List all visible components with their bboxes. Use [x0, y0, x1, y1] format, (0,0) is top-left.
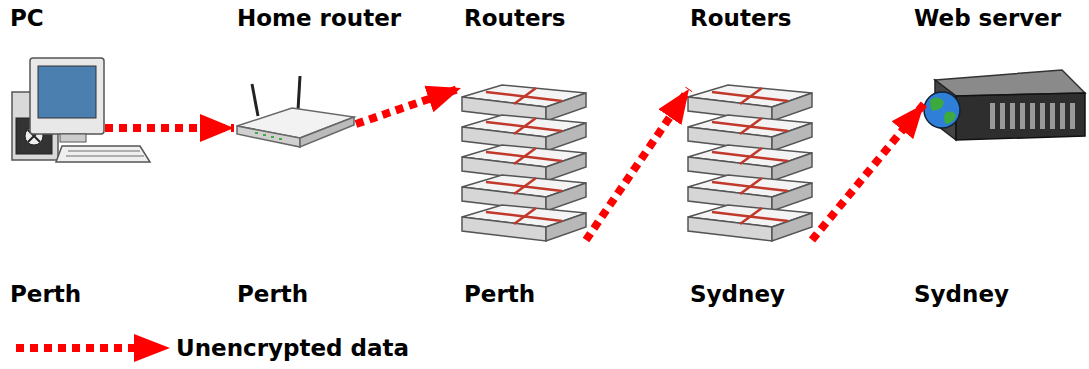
router-slab — [462, 85, 586, 121]
device-heading: PC — [10, 4, 85, 32]
device-heading: Web server — [914, 4, 1065, 32]
device-column: RoutersSydney — [690, 4, 796, 310]
router-slab — [462, 145, 586, 181]
home-router-icon — [237, 76, 354, 147]
city-label: Sydney — [690, 280, 785, 308]
router-slab — [688, 115, 812, 151]
data-flow-arrow — [586, 89, 689, 240]
city-label: Perth — [10, 280, 81, 308]
router-stacks — [462, 85, 812, 241]
device-column: Home routerPerth — [237, 4, 405, 310]
legend-sample — [16, 334, 170, 362]
router-slab — [688, 85, 812, 121]
device-heading: Routers — [464, 4, 570, 32]
data-flow-arrow — [356, 88, 461, 124]
router-slab — [688, 175, 812, 211]
device-column: RoutersPerth — [464, 4, 570, 310]
router-slab — [462, 115, 586, 151]
router-slab — [688, 205, 812, 241]
city-label: Perth — [237, 280, 308, 308]
city-label: Sydney — [914, 280, 1009, 308]
device-heading: Home router — [237, 4, 405, 32]
data-flow-arrow — [812, 104, 924, 240]
pc-icon — [12, 58, 150, 162]
legend-text: Unencrypted data — [176, 334, 409, 362]
device-heading: Routers — [690, 4, 796, 32]
device-column: PC Perth — [10, 4, 85, 310]
web-server-icon — [924, 70, 1085, 140]
router-slab — [462, 175, 586, 211]
router-slab — [688, 145, 812, 181]
device-column: Web serverSydney — [914, 4, 1065, 310]
data-flow-arrow — [105, 124, 234, 132]
router-slab — [462, 205, 586, 241]
city-label: Perth — [464, 280, 535, 308]
